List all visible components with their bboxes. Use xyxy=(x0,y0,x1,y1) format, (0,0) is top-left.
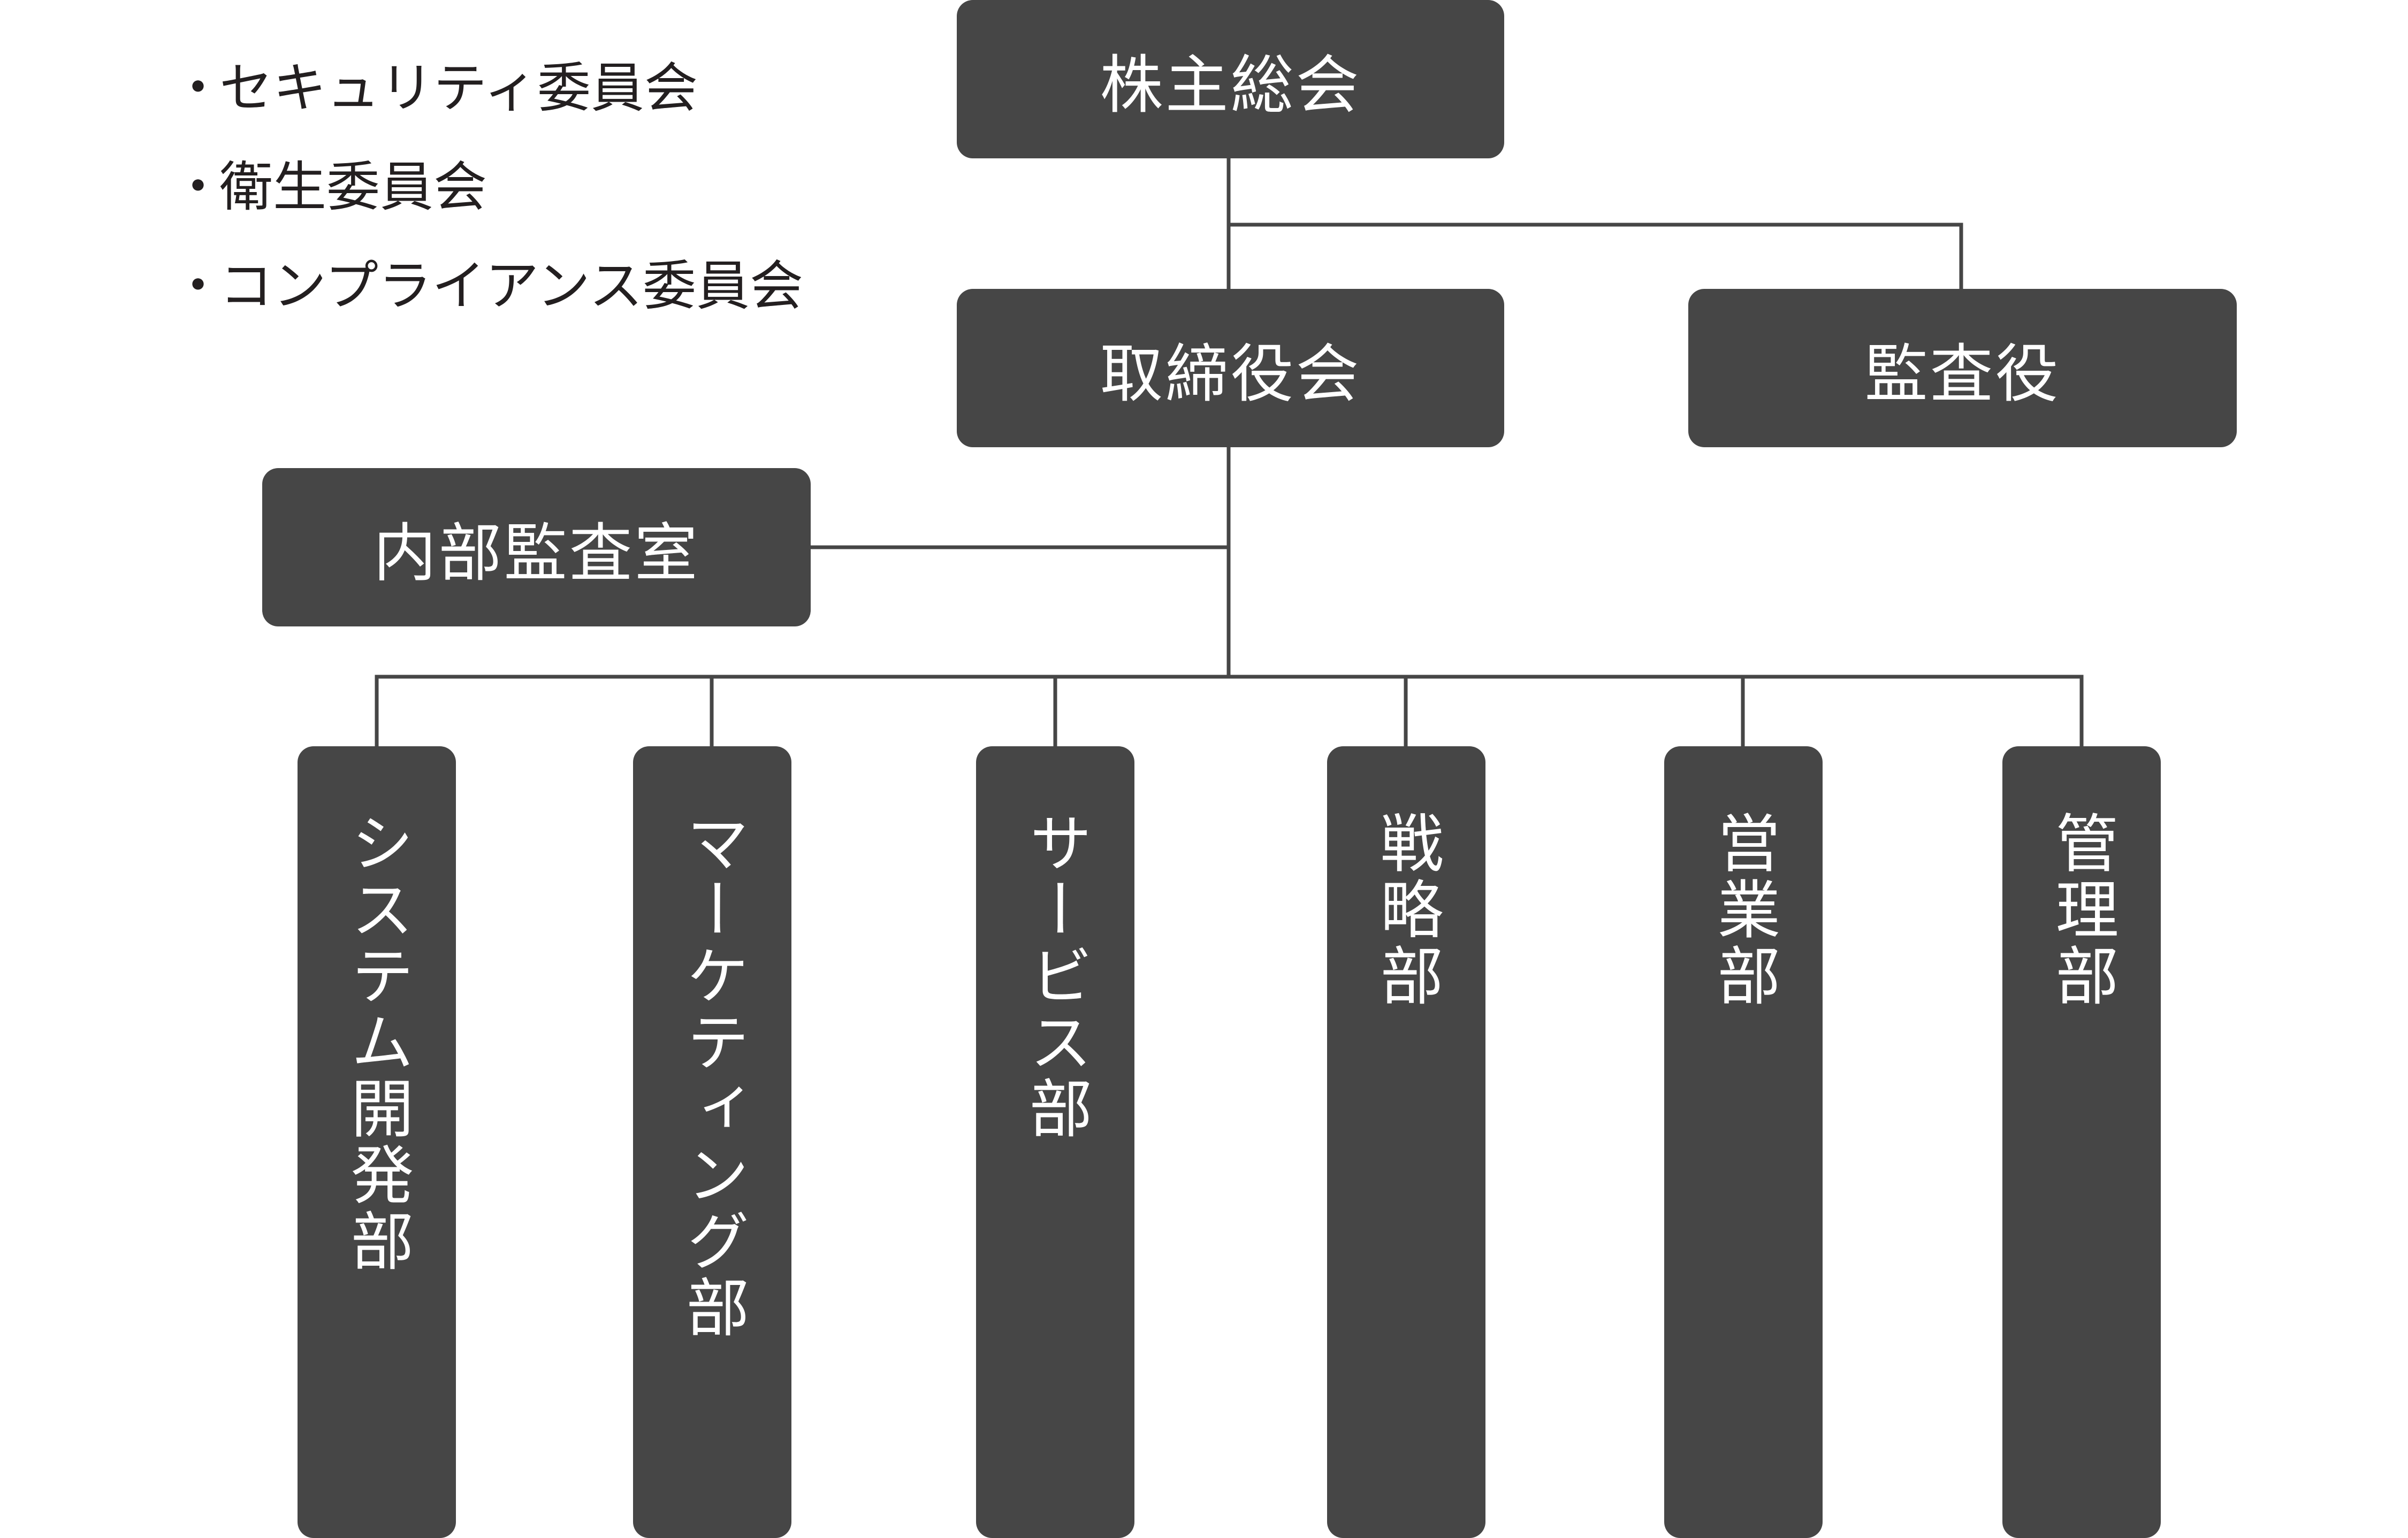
board-of-directors-box: 取締役会 xyxy=(957,289,1504,447)
committee-label: 衛生委員会 xyxy=(219,156,487,218)
committee-item: ・コンプライアンス委員会 xyxy=(171,243,803,342)
department-box-marketing: マーケティング部 xyxy=(633,746,791,1538)
department-label: マーケティング部 xyxy=(675,810,749,1341)
bullet: ・ xyxy=(171,57,225,119)
department-label: サービス部 xyxy=(1018,810,1092,1142)
auditor-label: 監査役 xyxy=(1864,336,2061,411)
department-label: 営業部 xyxy=(1706,810,1780,1009)
bullet: ・ xyxy=(171,255,225,317)
bullet: ・ xyxy=(171,156,225,218)
committee-item: ・セキュリティ委員会 xyxy=(171,45,803,144)
department-box-strategy: 戦略部 xyxy=(1327,746,1485,1538)
board-of-directors-label: 取締役会 xyxy=(1100,336,1361,411)
shareholders-meeting-label: 株主総会 xyxy=(1100,48,1361,122)
department-box-service: サービス部 xyxy=(976,746,1134,1538)
department-label: 戦略部 xyxy=(1369,810,1443,1009)
department-box-system-development: システム開発部 xyxy=(298,746,456,1538)
shareholders-meeting-box: 株主総会 xyxy=(957,0,1504,158)
department-box-sales: 営業部 xyxy=(1664,746,1823,1538)
committee-label: コンプライアンス委員会 xyxy=(219,255,803,317)
department-label: 管理部 xyxy=(2045,810,2119,1009)
auditor-box: 監査役 xyxy=(1688,289,2237,447)
committee-label: セキュリティ委員会 xyxy=(219,57,698,119)
internal-audit-office-box: 内部監査室 xyxy=(262,468,811,626)
committee-item: ・衛生委員会 xyxy=(171,144,803,243)
committee-list: ・セキュリティ委員会 ・衛生委員会 ・コンプライアンス委員会 xyxy=(171,45,803,342)
department-label: システム開発部 xyxy=(340,810,414,1275)
department-box-administration: 管理部 xyxy=(2002,746,2161,1538)
internal-audit-office-label: 内部監査室 xyxy=(373,516,700,590)
